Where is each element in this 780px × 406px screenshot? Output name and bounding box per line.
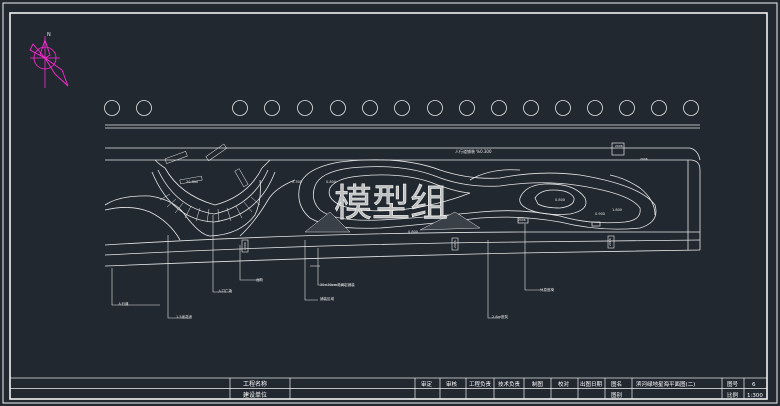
tree-symbol: [232, 100, 248, 116]
road-lines: [104, 124, 701, 267]
tech-label: 技术负责: [498, 380, 521, 388]
draw-label: 制图: [532, 380, 544, 388]
bench-tag-1: 2006: [518, 218, 526, 222]
dim-f: 1.800: [612, 208, 622, 212]
bench-tag-3: 2006: [608, 238, 612, 246]
plaza-label: 入口广场: [218, 288, 232, 293]
tree-symbol: [136, 100, 152, 116]
dim-d: 0.800: [555, 198, 565, 202]
sidewalk-label: 人行道: [118, 301, 129, 306]
title-block: [9, 377, 768, 400]
north-label: N: [47, 32, 51, 38]
watermark: 模型组: [334, 181, 448, 225]
review-label: 审定: [421, 380, 433, 388]
title-block-text: 工程名称 建设单位 审定 审核 工程负责 技术负责 制图 校对 出图日期 图名 …: [243, 380, 763, 399]
drawing-type-label: 图别: [611, 391, 622, 399]
dim-c: 0.800: [326, 180, 336, 184]
green-edge-label: 1.5米花池: [176, 314, 193, 319]
tree-symbol: [297, 100, 313, 116]
drawing-no-label: 图号: [727, 380, 739, 388]
tree-symbol: [587, 100, 603, 116]
proof-label: 校对: [558, 380, 570, 388]
side-tag-1: 2006: [243, 242, 247, 250]
box-tag: 2006: [615, 144, 623, 148]
tree-symbol: [104, 100, 120, 116]
side-tag-2: 2006: [453, 240, 457, 248]
tree-row: [104, 100, 699, 116]
north-arrow-icon: N: [29, 32, 69, 88]
tree-symbol: [427, 100, 443, 116]
date-label: 出图日期: [580, 380, 603, 388]
tree-symbol: [683, 100, 699, 116]
annotations: 人行道铺装 %0.300 20.800 0.300 0.800 0.800 0.…: [118, 144, 648, 319]
tree-symbol: [619, 100, 635, 116]
scale-value: 1:300: [747, 393, 763, 399]
tree-symbol: [491, 100, 507, 116]
tree-symbol: [394, 100, 410, 116]
drawing-name: 滨河绿地星海平面图(二): [636, 380, 695, 388]
dim-e: 0.800: [408, 230, 418, 234]
seat-label: 2.8m座凳: [492, 314, 508, 319]
entry-plaza: [104, 143, 296, 241]
scale-label: 比例: [727, 391, 739, 399]
tree-symbol: [459, 100, 475, 116]
paving-label: 铺装区域: [320, 296, 334, 301]
bench-tag-2: 2006: [640, 157, 648, 161]
leader-lines: [111, 215, 540, 319]
bench-label: 休息座椅: [540, 287, 554, 292]
project-name-label: 工程名称: [243, 380, 267, 388]
drawing-name-label: 图名: [611, 380, 622, 388]
dim-a: 20.800: [186, 180, 198, 184]
client-label: 建设单位: [243, 391, 267, 399]
top-road-label: 人行道铺装 %0.300: [455, 148, 492, 154]
tree-symbol: [362, 100, 378, 116]
site-furniture: [241, 142, 625, 253]
dim-g: 0.900: [595, 212, 605, 216]
tree-symbol: [523, 100, 539, 116]
stair-label: 台阶: [256, 277, 264, 282]
engineer-label: 工程负责: [469, 380, 492, 388]
tree-symbol: [264, 100, 280, 116]
dim-b: 0.300: [292, 180, 302, 184]
garden-contours: [298, 159, 657, 233]
check-label: 审核: [446, 380, 458, 388]
tree-symbol: [330, 100, 346, 116]
tree-symbol: [555, 100, 571, 116]
tree-symbol: [651, 100, 667, 116]
drawing-no: 6: [752, 382, 756, 388]
path-detail-label: 30×30cm花岗岩铺装: [320, 282, 355, 287]
